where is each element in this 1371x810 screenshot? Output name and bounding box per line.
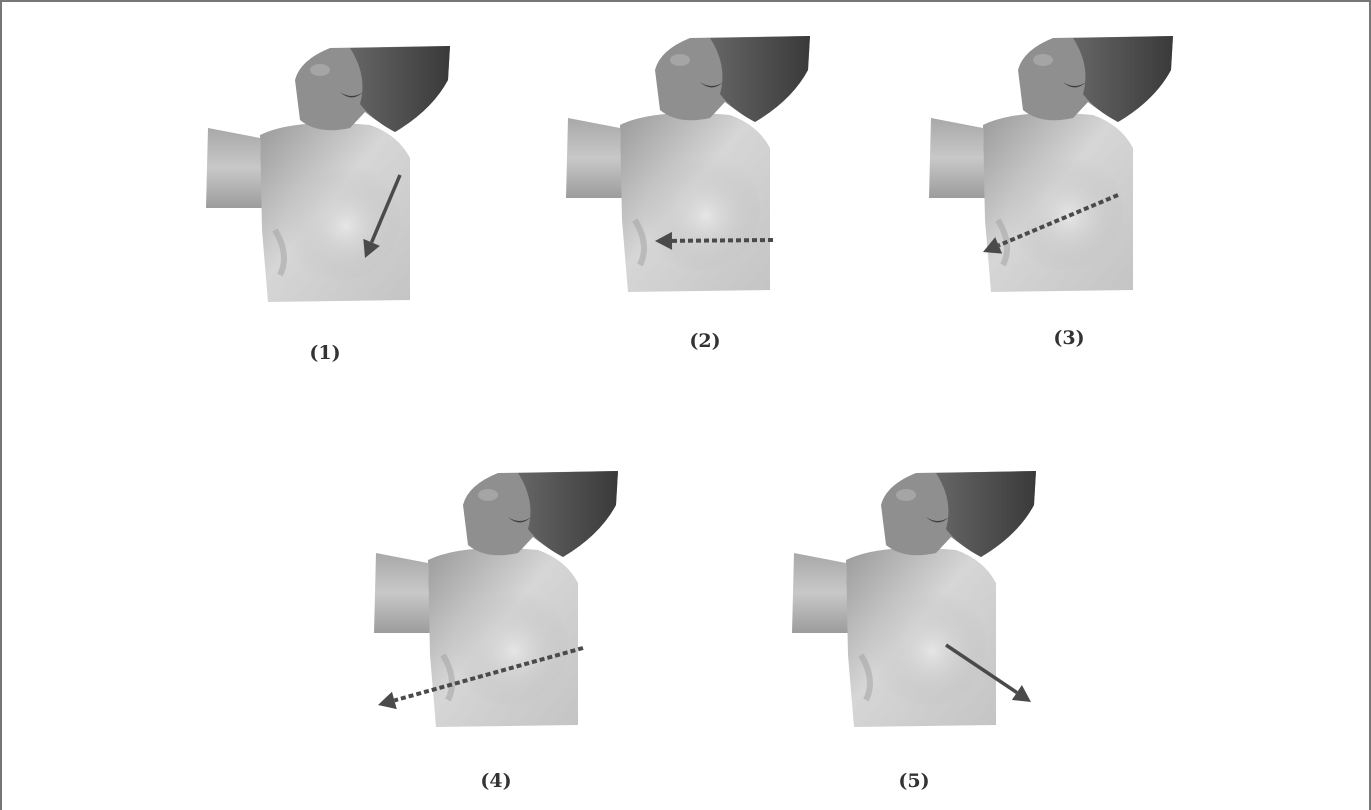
torso-panel-1 — [200, 40, 470, 310]
torso-figure — [929, 36, 1173, 292]
panel-caption-2: (2) — [689, 330, 720, 352]
panel-caption-1: (1) — [309, 342, 340, 364]
torso-figure — [792, 471, 1036, 727]
panel-caption-3: (3) — [1053, 327, 1084, 349]
torso-panel-5 — [786, 465, 1056, 735]
torso-panel-2 — [560, 30, 830, 300]
arrow-head — [1012, 685, 1031, 702]
torso-figure — [566, 36, 810, 292]
arrow-head — [378, 692, 397, 709]
torso-panel-3 — [923, 30, 1193, 300]
torso-panel-4 — [368, 465, 638, 735]
panel-caption-4: (4) — [480, 770, 511, 792]
torso-figure — [374, 471, 618, 727]
torso-figure — [206, 46, 450, 302]
panel-caption-5: (5) — [898, 770, 929, 792]
